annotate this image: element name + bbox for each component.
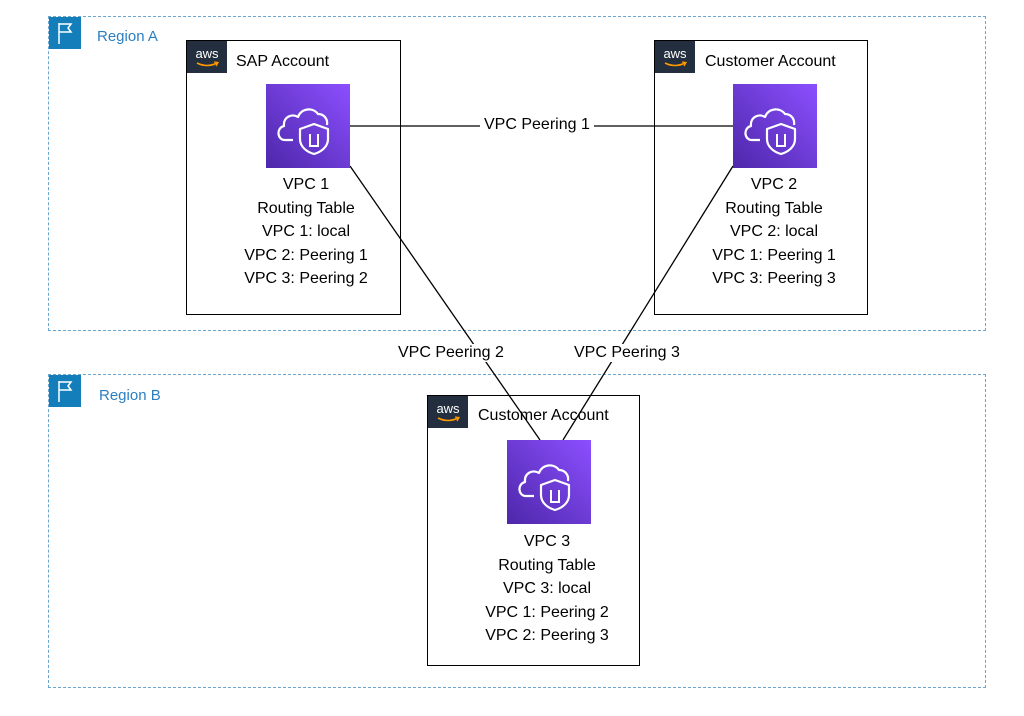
route-entry: VPC 3: local — [502, 580, 592, 597]
account-customer-a: aws Customer Account — [654, 40, 868, 315]
peering-3-label: VPC Peering 3 — [570, 344, 684, 362]
account-name: Customer Account — [705, 53, 836, 70]
peering-2-label: VPC Peering 2 — [394, 344, 508, 362]
vpc-cloud-shield-icon — [733, 84, 817, 168]
flag-icon — [49, 375, 81, 407]
region-a: Region A — [48, 16, 986, 331]
peering-3-line — [562, 165, 734, 441]
route-entry: VPC 1: Peering 1 — [712, 246, 836, 264]
account-sap: aws SAP Account — [186, 40, 401, 315]
aws-logo-icon: aws — [428, 396, 468, 428]
aws-logo-icon: aws — [655, 41, 695, 73]
route-entry: VPC 2: local — [729, 223, 819, 240]
vpc-3-routing: VPC 3 Routing Table VPC 3: local VPC 1: … — [437, 530, 657, 648]
account-customer-b: aws Customer Account — [427, 395, 640, 666]
svg-text:aws: aws — [663, 46, 687, 61]
routing-table-title: Routing Table — [498, 556, 596, 574]
svg-text:aws: aws — [436, 401, 460, 416]
vpc-1-routing: VPC 1 Routing Table VPC 1: local VPC 2: … — [196, 173, 416, 291]
route-entry: VPC 1: local — [261, 223, 351, 240]
aws-logo-icon: aws — [187, 41, 227, 73]
vpc-title: VPC 2 — [750, 176, 798, 193]
account-name: SAP Account — [236, 53, 330, 70]
route-entry: VPC 1: Peering 2 — [485, 603, 609, 621]
vpc-2-routing: VPC 2 Routing Table VPC 2: local VPC 1: … — [664, 173, 884, 291]
region-label: Region A — [97, 28, 158, 45]
route-entry: VPC 3: Peering 3 — [712, 270, 836, 287]
routing-table-title: Routing Table — [257, 199, 355, 217]
route-entry: VPC 2: Peering 1 — [244, 246, 368, 264]
peering-1-label: VPC Peering 1 — [480, 116, 594, 134]
svg-text:aws: aws — [195, 46, 219, 61]
region-b: Region B — [48, 374, 986, 688]
vpc-title: VPC 1 — [282, 176, 330, 193]
route-entry: VPC 3: Peering 2 — [244, 270, 368, 287]
region-label: Region B — [99, 387, 161, 404]
routing-table-title: Routing Table — [725, 199, 823, 217]
route-entry: VPC 2: Peering 3 — [485, 627, 609, 644]
vpc-cloud-shield-icon — [507, 440, 591, 524]
vpc-cloud-shield-icon — [266, 84, 350, 168]
flag-icon — [49, 17, 81, 49]
peering-2-line — [349, 165, 541, 441]
vpc-title: VPC 3 — [523, 533, 571, 550]
